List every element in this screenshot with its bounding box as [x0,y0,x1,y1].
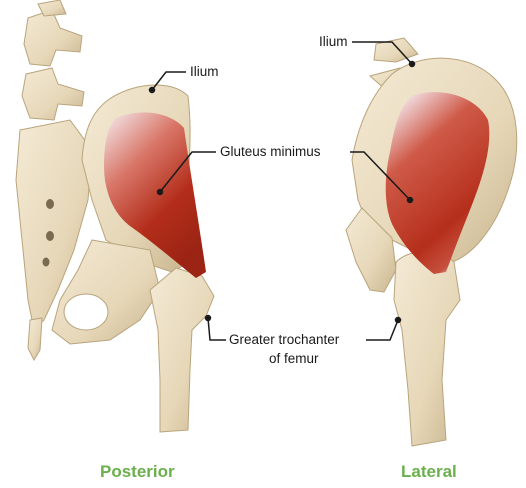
label-gluteus-minimus: Gluteus minimus [220,144,321,160]
leader-trochanter-posterior [208,318,226,340]
femur-posterior [150,268,214,432]
label-ilium-lateral: Ilium [319,34,348,50]
obturator-foramen-posterior [64,294,108,330]
lateral-view-art [346,38,517,446]
coccyx [28,318,42,360]
leader-trochanter-lateral [366,320,398,340]
label-greater-trochanter-line2: of femur [269,351,319,367]
femur-lateral [394,252,460,447]
view-label-lateral: Lateral [401,462,457,482]
posterior-view-art [16,0,214,432]
vertebrae [22,0,84,120]
label-ilium-posterior: Ilium [190,64,219,80]
label-greater-trochanter-line1: Greater trochanter [229,332,339,348]
view-label-posterior: Posterior [100,462,175,482]
